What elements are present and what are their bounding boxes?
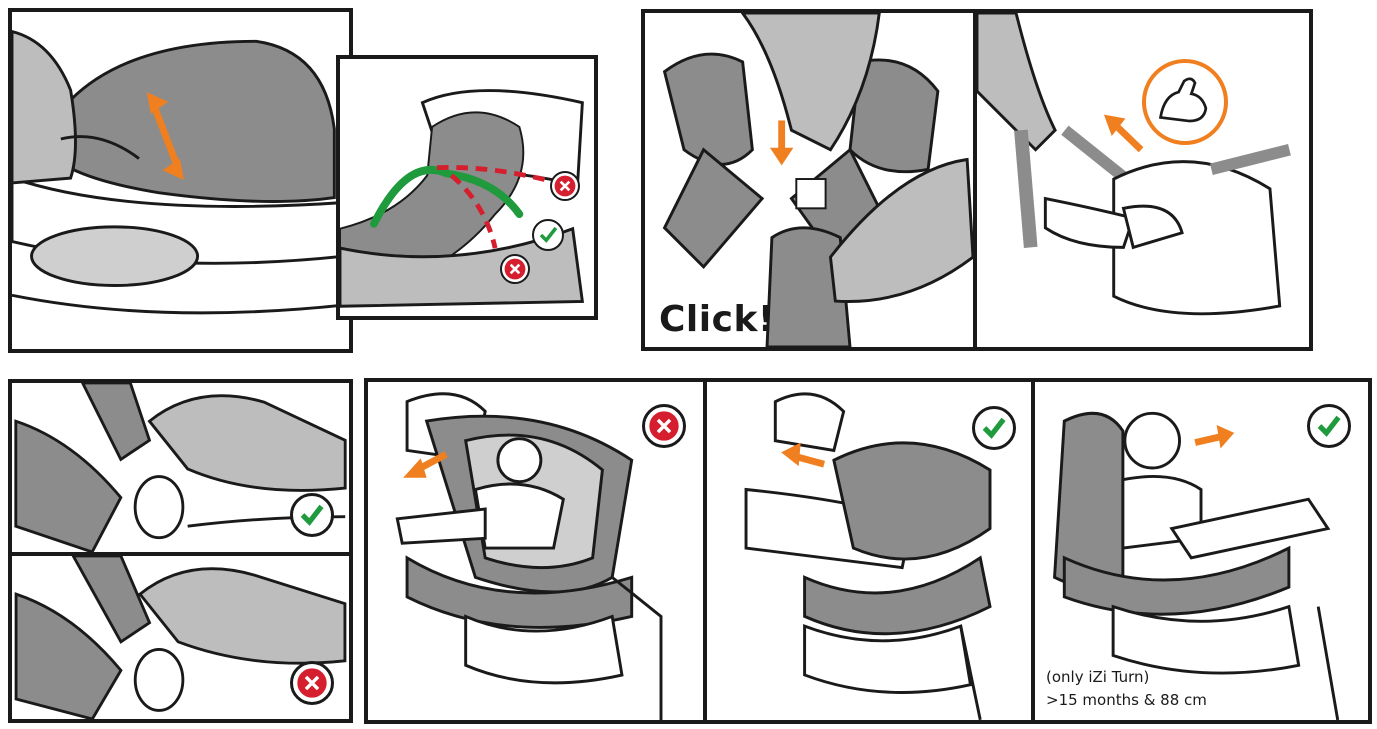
seat-incorrect-illustration [395,392,663,720]
forward-facing-illustration [1053,411,1340,720]
check-icon [1307,404,1351,448]
arrow-icon [1103,114,1144,153]
shoulder-pad-incorrect-illustration [14,556,347,719]
arrow-icon [1194,425,1235,449]
arrow-icon [146,92,184,181]
panel-head-position [336,55,598,320]
panel-seat-incorrect [364,378,707,724]
panel-shoulder-pad-incorrect [8,552,353,723]
model-note-line2: >15 months & 88 cm [1046,691,1207,709]
tighten-harness-illustration [977,13,1291,316]
arrow-icon [769,120,794,166]
arrow-icon [781,442,825,468]
panel-forward-facing: (only iZi Turn) >15 months & 88 cm [1031,378,1372,724]
cross-icon [550,171,580,201]
cross-icon [642,404,686,448]
check-icon [532,219,564,251]
click-label: Click! [659,299,775,340]
model-note-line1: (only iZi Turn) [1046,668,1150,686]
panel-seat-correct [703,378,1035,724]
headrest-adjust-illustration [12,30,346,315]
flexed-arm-icon [1142,59,1228,145]
panel-shoulder-pad-correct [8,379,353,556]
head-position-illustration [340,89,585,308]
arrow-icon [403,451,448,478]
buckle-click-illustration [662,13,973,347]
panel-tighten-harness [973,9,1313,351]
shoulder-pad-correct-illustration [14,383,347,552]
cross-icon [500,254,530,284]
check-icon [290,493,334,537]
check-icon [972,406,1016,450]
cross-icon [290,661,334,705]
panel-buckle-click: Click! [641,9,977,351]
seat-correct-illustration [744,392,992,720]
panel-headrest-adjust [8,8,353,353]
